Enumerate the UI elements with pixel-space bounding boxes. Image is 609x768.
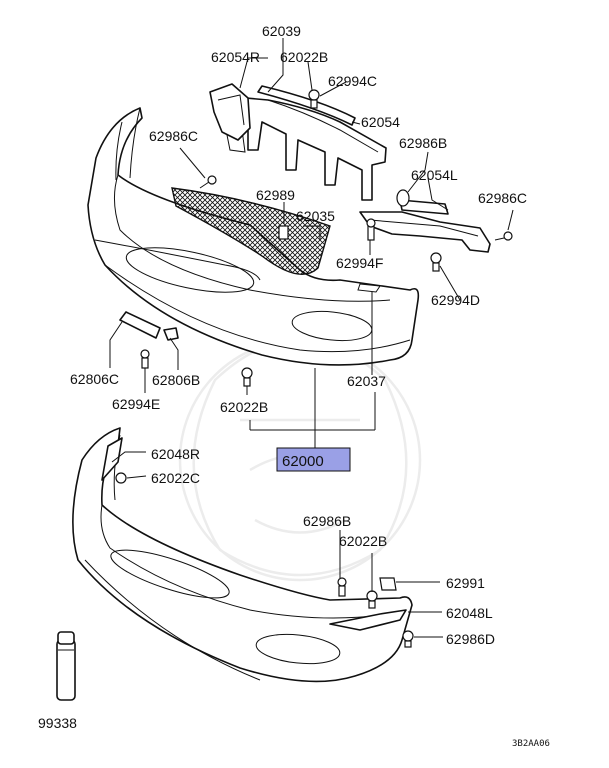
label-62054L: 62054L	[411, 167, 458, 183]
label-62994C: 62994C	[328, 73, 377, 89]
label-62986D: 62986D	[446, 631, 495, 647]
diagram-code: 3B2AA06	[512, 739, 550, 749]
bracket-62806C	[119, 311, 161, 339]
bolt-62986B-low	[337, 577, 347, 597]
grille-mesh-62035	[171, 187, 331, 275]
clip-62991	[379, 577, 397, 591]
label-62022B-mid: 62022B	[220, 399, 268, 415]
bolt-62022B-low	[366, 590, 378, 609]
clip-62022C	[115, 472, 127, 484]
label-62994F: 62994F	[336, 255, 383, 271]
bracket-62806B	[163, 327, 179, 341]
leader-lines	[109, 38, 514, 638]
strip-62054	[257, 85, 356, 126]
plate-62989	[278, 225, 289, 240]
label-62806C: 62806C	[70, 371, 119, 387]
label-62054: 62054	[361, 114, 400, 130]
label-62039: 62039	[262, 23, 301, 39]
label-62048R: 62048R	[151, 446, 200, 462]
label-62022B-top: 62022B	[280, 49, 328, 65]
label-99338: 99338	[38, 715, 77, 731]
bolt-62986C-right	[494, 231, 513, 241]
touch-up-bottle-99338	[56, 631, 76, 701]
bolt-62022B-mid	[241, 367, 253, 387]
bracket-62054L	[359, 199, 491, 253]
label-62989: 62989	[256, 187, 295, 203]
bolt-62994E	[140, 349, 150, 369]
part-labels: 62039 62054R 62022B 62994C 62054 62986C …	[38, 23, 550, 749]
bolt-62986C-left	[199, 175, 217, 189]
label-62986C-right: 62986C	[478, 190, 527, 206]
label-62000: 62000	[282, 453, 324, 470]
label-62054R: 62054R	[211, 49, 260, 65]
bolt-62994F	[366, 218, 376, 241]
label-62035: 62035	[296, 208, 335, 224]
bolt-62994C	[308, 89, 320, 109]
clip-62986B-top	[396, 189, 410, 207]
bolt-62994D	[430, 252, 442, 272]
label-62022C: 62022C	[151, 470, 200, 486]
label-62991: 62991	[446, 575, 485, 591]
label-62994E: 62994E	[112, 396, 160, 412]
label-62037: 62037	[347, 373, 386, 389]
assembly-highlight-box	[276, 447, 351, 472]
label-62048L: 62048L	[446, 605, 493, 621]
bracket-62054R	[209, 83, 251, 141]
label-62986B-low: 62986B	[303, 513, 351, 529]
label-62986B-top: 62986B	[399, 135, 447, 151]
label-62986C-left: 62986C	[149, 128, 198, 144]
label-62022B-low: 62022B	[339, 533, 387, 549]
label-62806B: 62806B	[152, 372, 200, 388]
label-62994D: 62994D	[431, 292, 480, 308]
lower-bumper-shell	[72, 427, 413, 683]
bolt-62986D	[402, 630, 414, 648]
